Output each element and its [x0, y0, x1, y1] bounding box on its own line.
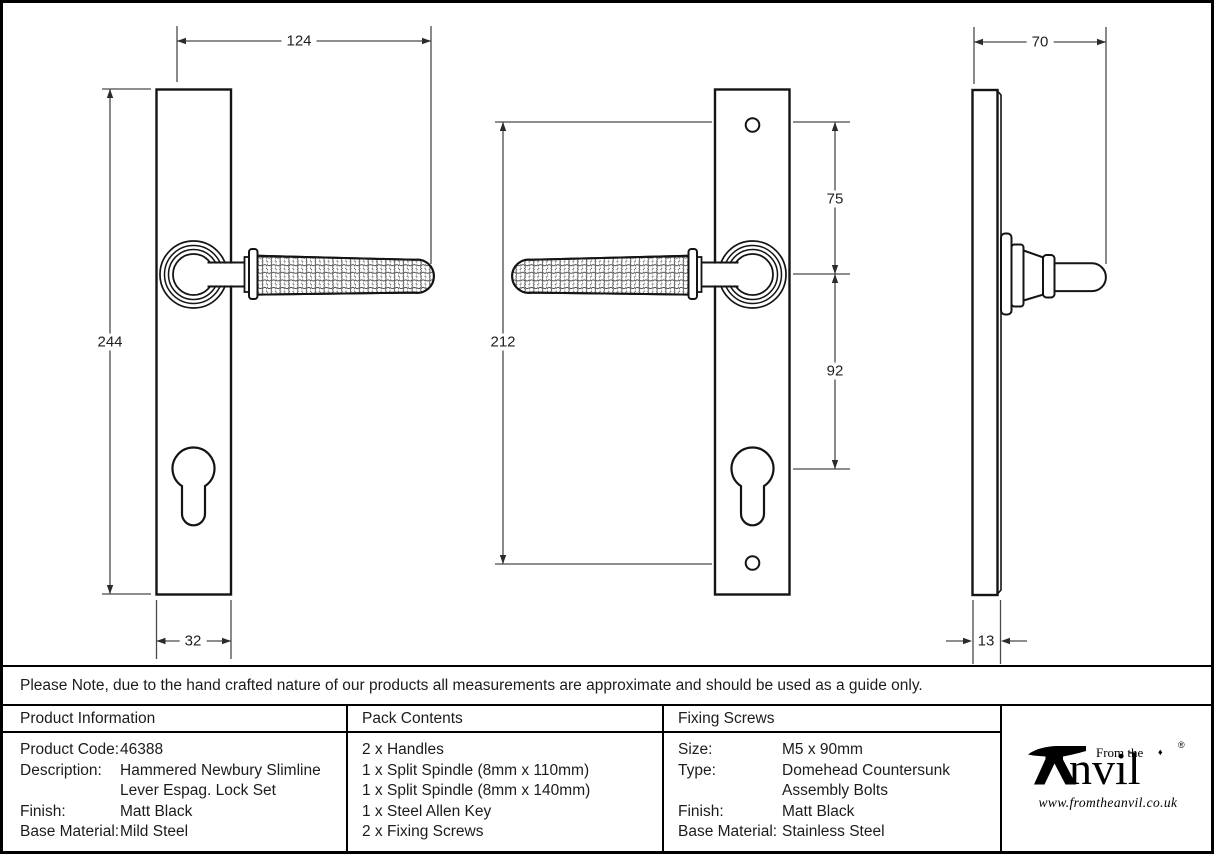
row-value: M5 x 90mm	[782, 741, 863, 758]
table-row: Finish: Matt Black	[678, 802, 1000, 823]
product-information-header: Product Information	[3, 706, 346, 733]
dim-handle-to-keyhole: 92	[821, 362, 849, 380]
row-value: Lever Espag. Lock Set	[120, 782, 276, 799]
pack-contents-header: Pack Contents	[348, 706, 662, 733]
brand-logo-cell: From the ♦ ® nvil www.fromtheanvil.co.uk	[1002, 706, 1211, 851]
table-row: Product Code: 46388	[20, 740, 346, 761]
dim-plate-height: 244	[92, 333, 128, 351]
table-row: Base Material: Stainless Steel	[678, 822, 1000, 843]
list-item: 1 x Split Spindle (8mm x 110mm)	[362, 761, 590, 779]
row-value: Matt Black	[782, 802, 855, 820]
row-value: Stainless Steel	[782, 823, 885, 840]
row-label: Base Material:	[678, 823, 778, 840]
dim-screw-centres: 212	[485, 333, 521, 351]
table-row: Description: Hammered Newbury Slimline	[20, 761, 346, 782]
front-view-inside	[495, 88, 850, 596]
row-label: Description:	[20, 761, 102, 779]
list-item: 2 x Handles	[362, 741, 444, 758]
row-value: Mild Steel	[120, 823, 189, 840]
dim-hole-to-handle: 75	[821, 190, 849, 208]
info-table: Product Information Product Code: 46388 …	[3, 706, 1211, 851]
logo-website-url: www.fromtheanvil.co.uk	[1038, 795, 1178, 810]
table-row: Type: Domehead Countersunk	[678, 761, 1000, 782]
product-information-section: Product Information Product Code: 46388 …	[3, 706, 348, 851]
row-label: Size:	[678, 741, 713, 758]
table-row: Finish: Matt Black	[20, 802, 346, 823]
row-label: Product Code:	[20, 741, 120, 758]
side-view	[946, 27, 1107, 664]
table-row: Lever Espag. Lock Set	[20, 781, 346, 802]
anvil-icon	[1028, 746, 1086, 785]
fixing-screws-section: Fixing Screws Size: M5 x 90mm Type: Dome…	[664, 706, 1002, 851]
list-item: 1 x Steel Allen Key	[362, 802, 492, 820]
list-item: 1 x Split Spindle (8mm x 140mm)	[362, 782, 591, 799]
row-value: Hammered Newbury Slimline	[120, 761, 321, 779]
table-row: Size: M5 x 90mm	[678, 740, 1000, 761]
list-item: 2 x Fixing Screws	[362, 823, 484, 840]
row-value: Domehead Countersunk	[782, 761, 951, 779]
logo-prefix: From the	[1096, 745, 1144, 760]
row-label: Type:	[678, 761, 716, 779]
table-row: Assembly Bolts	[678, 781, 1000, 802]
row-label: Finish:	[20, 802, 66, 820]
technical-drawing: 124 244 32 212 75 92 70 13	[3, 3, 1211, 665]
row-value: Assembly Bolts	[782, 782, 888, 799]
table-row: Base Material: Mild Steel	[20, 822, 346, 843]
row-label: Finish:	[678, 802, 724, 820]
row-label	[20, 781, 120, 802]
front-view-outside	[102, 26, 436, 659]
dim-plate-thickness: 13	[975, 632, 997, 650]
row-label	[678, 781, 782, 802]
drawing-canvas	[102, 26, 1107, 664]
row-label: Base Material:	[20, 823, 120, 840]
measurement-note: Please Note, due to the hand crafted nat…	[3, 665, 1211, 706]
row-value: Matt Black	[120, 802, 193, 820]
row-value: 46388	[120, 741, 164, 758]
dim-front-width: 124	[281, 32, 317, 50]
fixing-screws-header: Fixing Screws	[664, 706, 1000, 733]
registered-trademark-icon: ®	[1178, 740, 1185, 750]
dim-plate-width: 32	[179, 632, 207, 650]
logo-diamond-icon: ♦	[1158, 747, 1163, 757]
logo-wordmark: nvil	[1069, 743, 1141, 794]
dim-side-projection: 70	[1026, 33, 1054, 51]
pack-contents-section: Pack Contents 2 x Handles 1 x Split Spin…	[348, 706, 664, 851]
